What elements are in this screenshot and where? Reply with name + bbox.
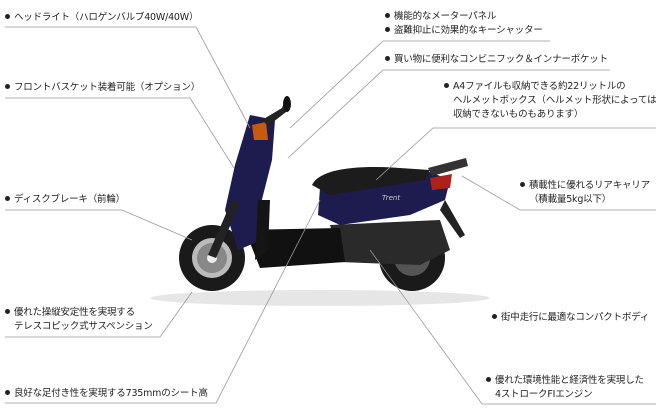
bullet-icon — [5, 390, 10, 395]
callout-brake: ディスクブレーキ（前輪） — [5, 193, 125, 207]
leader-lines — [5, 26, 656, 405]
callout-text: 積載性に優れるリアキャリア — [529, 180, 650, 191]
mirror — [262, 98, 290, 126]
callout-text: （積載量5kg以下） — [529, 194, 612, 205]
callout-text: フロントバスケット装着可能（オプション） — [14, 82, 201, 93]
tail-light — [430, 174, 452, 190]
headlight — [252, 122, 268, 140]
bullet-icon — [385, 13, 390, 18]
callout-engine: 優れた環境性能と経済性を実現した 4ストロークFIエンジン — [486, 374, 644, 402]
callout-meter: 機能的なメーターパネル盗難抑止に効果的なキーシャッター — [385, 10, 543, 38]
callout-text: 良好な足付き性を実現する735mmのシート高 — [14, 388, 208, 399]
callout-helmet-box: A4ファイルも収納できる約22リットルのヘルメットボックス（ヘルメット形状によっ… — [444, 80, 656, 122]
callout-text: 4ストロークFIエンジン — [495, 389, 593, 400]
callout-text: ヘッドライト（ハロゲンバルブ40W/40W） — [14, 12, 199, 23]
callout-text: 街中走行に最適なコンパクトボディ — [501, 312, 650, 323]
mirror-glass — [283, 96, 291, 112]
bullet-icon — [5, 84, 10, 89]
callout-suspension: 優れた操縦安定性を実現するテレスコピック式サスペンション — [5, 306, 153, 334]
bullet-icon — [385, 56, 390, 61]
ground-shadow — [150, 290, 490, 306]
callout-seat-height: 良好な足付き性を実現する735mmのシート高 — [5, 387, 208, 401]
bullet-icon — [5, 196, 10, 201]
bullet-icon — [5, 14, 10, 19]
bullet-icon — [492, 314, 497, 319]
callout-text: テレスコピック式サスペンション — [14, 321, 153, 332]
callout-compact: 街中走行に最適なコンパクトボディ — [492, 311, 649, 325]
front-fork — [208, 200, 240, 258]
bullet-icon — [444, 83, 449, 88]
rear-mudguard — [440, 200, 465, 238]
callout-text: 優れた環境性能と経済性を実現した — [495, 375, 644, 386]
seat — [312, 166, 430, 195]
bullet-icon — [385, 27, 390, 32]
engine-unit — [330, 220, 450, 265]
bullet-icon — [520, 182, 525, 187]
rear-carrier — [428, 158, 468, 176]
bullet-icon — [5, 309, 10, 314]
legshield — [255, 200, 270, 260]
callout-carrier: 積載性に優れるリアキャリア （積載量5kg以下） — [520, 179, 650, 207]
callout-hook: 買い物に便利なコンビニフック＆インナーポケット — [385, 53, 608, 67]
callout-text: 優れた操縦安定性を実現する — [14, 307, 135, 318]
bullet-icon — [486, 377, 491, 382]
callout-text: ディスクブレーキ（前輪） — [14, 194, 125, 205]
callout-text: 収納できないものもあります） — [453, 109, 584, 120]
callout-headlight: ヘッドライト（ハロゲンバルブ40W/40W） — [5, 11, 198, 25]
callout-text: 盗難抑止に効果的なキーシャッター — [394, 25, 543, 36]
callout-basket: フロントバスケット装着可能（オプション） — [5, 81, 200, 95]
front-body — [225, 115, 275, 250]
callout-text: 機能的なメーターパネル — [394, 11, 497, 22]
model-badge: Trent — [382, 194, 400, 202]
callout-text: A4ファイルも収納できる約22リットルの — [453, 81, 626, 92]
callout-text: ヘルメットボックス（ヘルメット形状によっては — [453, 95, 656, 106]
callout-text: 買い物に便利なコンビニフック＆インナーポケット — [394, 54, 608, 65]
